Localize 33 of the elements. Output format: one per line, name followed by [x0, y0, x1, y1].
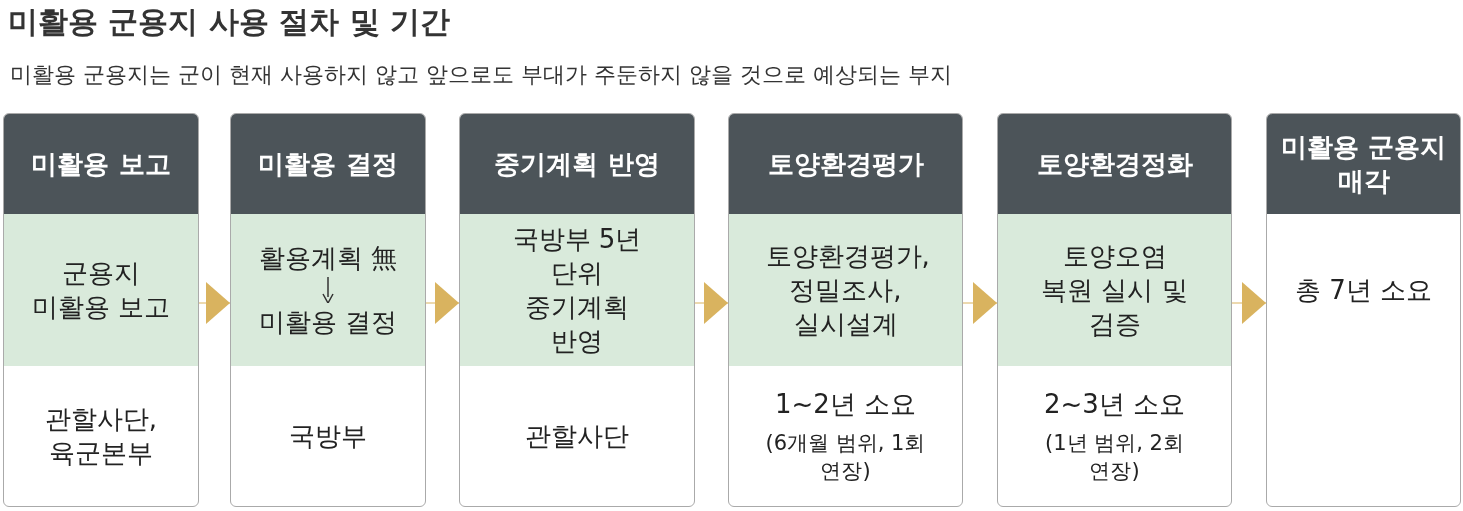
- duration-text: 1~2년 소요: [774, 388, 917, 421]
- note-text: (6개월 범위, 1회 연장): [765, 430, 926, 485]
- step-card: [3, 113, 199, 507]
- chevron-arrow: [425, 282, 460, 324]
- step-card: [1266, 113, 1461, 507]
- text: 국방부: [289, 420, 367, 453]
- chevron-arrow: [198, 282, 231, 324]
- agency-text: 관할사단, 육군본부: [43, 403, 159, 470]
- title: 미활용 군용지 사용 절차 및 기간: [8, 3, 451, 41]
- step-description: 토양환경평가, 정밀조사, 실시설계: [765, 240, 926, 341]
- chevron-arrow: [1231, 282, 1267, 324]
- step-description: 국방부 5년 단위 중기계획 반영: [511, 223, 643, 358]
- step-card: [230, 113, 426, 507]
- step-description: 토양오염 복원 실시 및 검증: [1040, 240, 1189, 341]
- step-description: 활용계획 無: [258, 242, 398, 275]
- step-header: 토양환경정화: [998, 114, 1231, 214]
- chevron-arrow: [962, 282, 998, 324]
- step-card: [997, 113, 1232, 507]
- step-header: 미활용 결정: [231, 114, 425, 214]
- step-header: 중기계획 반영: [460, 114, 694, 214]
- caption: 미활용 군용지는 군이 현재 사용하지 않고 앞으로도 부대가 주둔하지 않을 것으로 예상되는 부지: [10, 61, 952, 89]
- agency-text: 관할사단: [525, 420, 629, 453]
- chevron-arrow: [694, 282, 729, 324]
- duration-text: 총 7년 소요: [1294, 274, 1433, 307]
- step-header: 미활용 보고: [4, 114, 198, 214]
- duration-text: 2~3년 소요: [1043, 388, 1186, 421]
- step-card: [728, 113, 963, 507]
- step-header: 토양환경평가: [729, 114, 962, 214]
- step-header: 미활용 군용지 매각: [1267, 114, 1460, 214]
- step-description: 군용지 미활용 보고: [30, 257, 172, 324]
- step-card: [459, 113, 695, 507]
- agency-text: 미활용 결정: [258, 306, 398, 339]
- note-text: (1년 범위, 2회 연장): [1044, 430, 1185, 485]
